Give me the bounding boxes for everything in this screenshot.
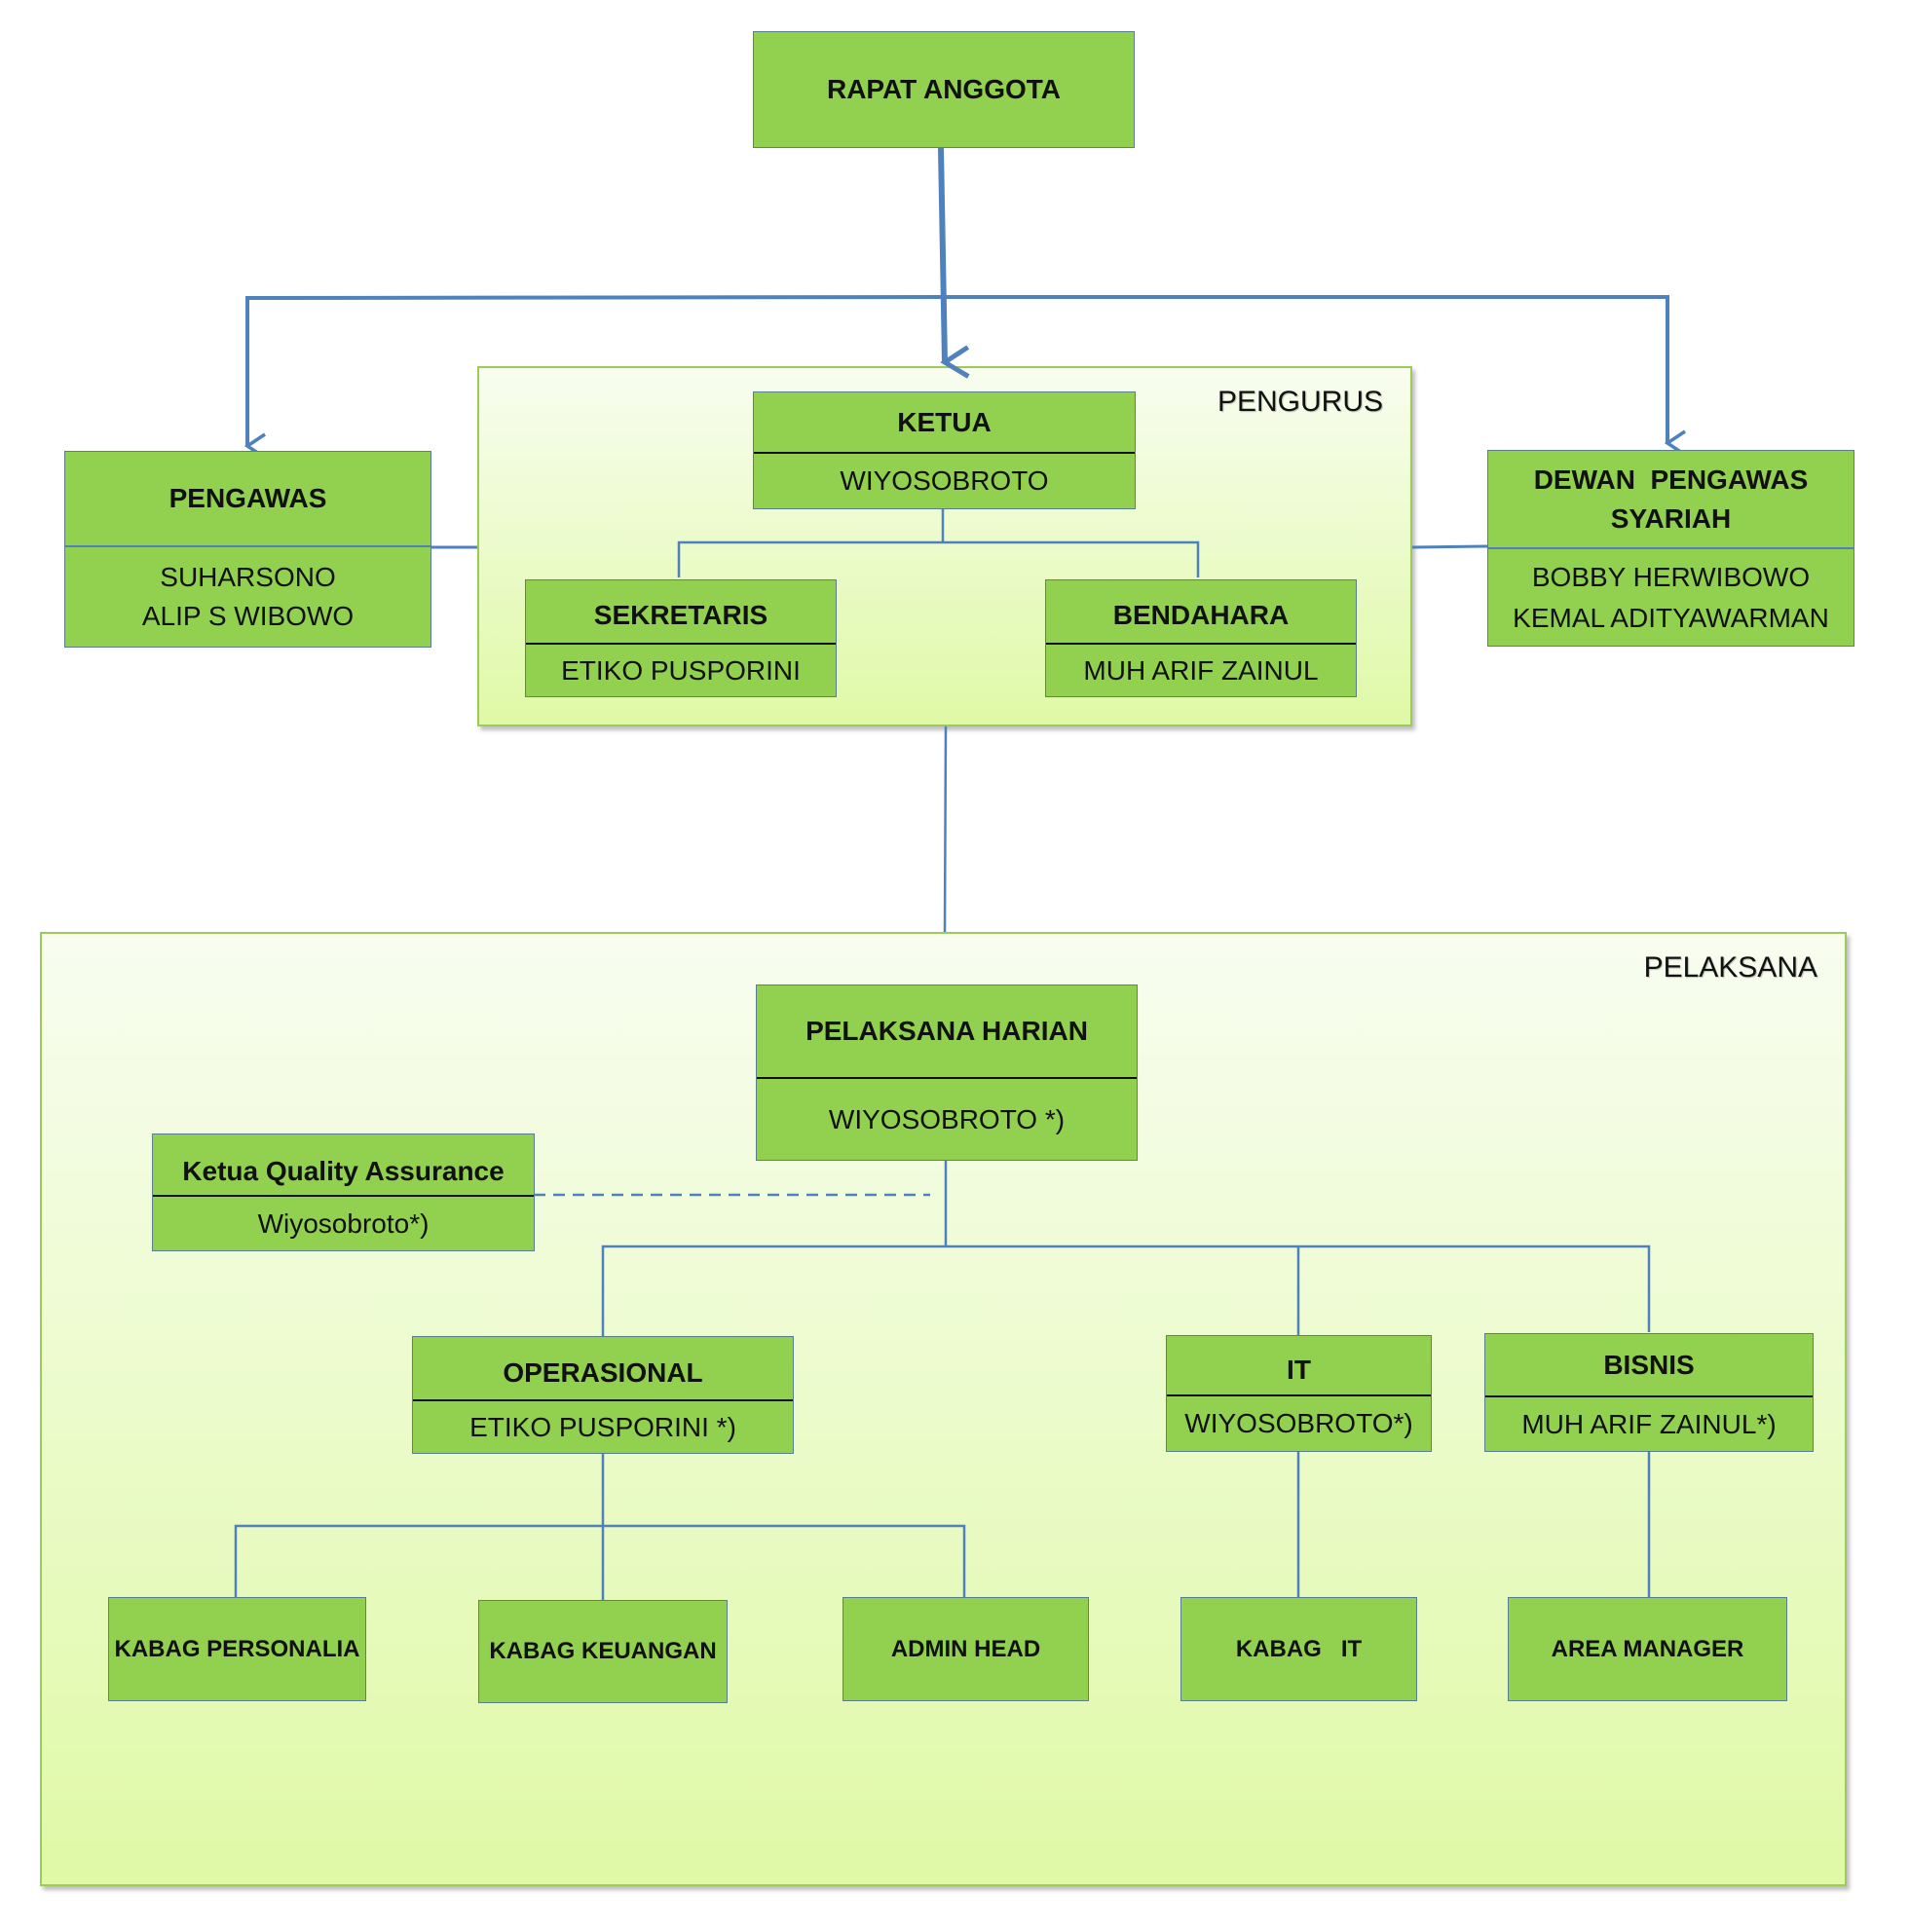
bendahara-divider <box>1046 643 1356 645</box>
pengurus-group-label: PENGURUS <box>1217 386 1383 418</box>
operasional-name: ETIKO PUSPORINI *) <box>469 1411 736 1442</box>
operasional-box: OPERASIONAL ETIKO PUSPORINI *) <box>412 1336 794 1454</box>
dps-members: BOBBY HERWIBOWO KEMAL ADITYAWARMAN <box>1488 549 1854 646</box>
kabag-personalia-label: KABAG PERSONALIA <box>114 1635 360 1662</box>
bisnis-name: MUH ARIF ZAINUL*) <box>1521 1408 1777 1439</box>
root-to-pengawas-line <box>243 295 944 460</box>
pengawas-divider <box>65 545 431 547</box>
pengawas-members: SUHARSONO ALIP S WIBOWO <box>65 547 431 647</box>
dps-title-line2: SYARIAH <box>1610 502 1732 534</box>
kabag-keuangan-box: KABAG KEUANGAN <box>478 1600 728 1703</box>
pelaksana-harian-divider <box>757 1077 1137 1079</box>
qa-divider <box>153 1195 534 1197</box>
sekretaris-name: ETIKO PUSPORINI <box>561 654 801 686</box>
operasional-children-line <box>234 1524 966 1597</box>
kabag-personalia-box: KABAG PERSONALIA <box>108 1597 366 1701</box>
ketua-divider <box>754 452 1135 454</box>
ketua-name: WIYOSOBROTO <box>840 465 1049 496</box>
dps-member-2: KEMAL ADITYAWARMAN <box>1513 602 1829 633</box>
area-manager-label: AREA MANAGER <box>1551 1635 1744 1662</box>
pengawas-member-1: SUHARSONO <box>160 562 336 592</box>
pelaksana-harian-name: WIYOSOBROTO *) <box>828 1103 1066 1134</box>
rapat-anggota-box: RAPAT ANGGOTA <box>753 31 1135 148</box>
dps-box: DEWAN PENGAWAS SYARIAH BOBBY HERWIBOWO K… <box>1487 450 1854 647</box>
ketua-box: KETUA WIYOSOBROTO <box>753 391 1136 509</box>
it-box: IT WIYOSOBROTO*) <box>1166 1335 1432 1452</box>
pengurus-to-pelaksana-line <box>943 725 948 933</box>
dps-divider <box>1488 547 1854 549</box>
kabag-it-label: KABAG IT <box>1235 1635 1363 1662</box>
qa-title: Ketua Quality Assurance <box>182 1156 505 1186</box>
kabag-keuangan-label: KABAG KEUANGAN <box>489 1638 717 1664</box>
dps-to-pengurus-line <box>1411 544 1488 549</box>
operasional-divider <box>413 1399 793 1401</box>
bisnis-box: BISNIS MUH ARIF ZAINUL*) <box>1484 1333 1814 1452</box>
pelaksana-harian-box: PELAKSANA HARIAN WIYOSOBROTO *) <box>756 985 1138 1161</box>
operasional-title: OPERASIONAL <box>503 1357 703 1388</box>
kabag-it-box: KABAG IT <box>1180 1597 1417 1701</box>
sekretaris-title: SEKRETARIS <box>593 600 768 630</box>
pengawas-box: PENGAWAS SUHARSONO ALIP S WIBOWO <box>64 451 431 648</box>
it-divider <box>1167 1394 1431 1396</box>
bendahara-title: BENDAHARA <box>1112 600 1290 630</box>
admin-head-label: ADMIN HEAD <box>890 1635 1041 1662</box>
dps-title: DEWAN PENGAWAS SYARIAH <box>1488 451 1854 547</box>
sekretaris-box: SEKRETARIS ETIKO PUSPORINI <box>525 579 837 697</box>
pelaksana-harian-title: PELAKSANA HARIAN <box>805 1016 1088 1046</box>
bisnis-divider <box>1485 1395 1813 1397</box>
sekretaris-divider <box>526 643 836 645</box>
bisnis-title: BISNIS <box>1603 1349 1695 1380</box>
it-title: IT <box>1287 1355 1311 1385</box>
rapat-anggota-title: RAPAT ANGGOTA <box>826 74 1062 104</box>
pengawas-member-2: ALIP S WIBOWO <box>141 601 355 631</box>
pelaksana-group-label: PELAKSANA <box>1643 951 1817 984</box>
ketua-sekretaris-bendahara-line <box>677 540 1200 577</box>
ketua-title: KETUA <box>897 406 992 437</box>
pengawas-title: PENGAWAS <box>169 483 327 513</box>
ph-operasional-line <box>601 1245 1651 1336</box>
qa-box: Ketua Quality Assurance Wiyosobroto*) <box>152 1133 535 1251</box>
qa-name: Wiyosobroto*) <box>257 1208 430 1239</box>
root-to-pengurus-line <box>938 147 970 379</box>
root-to-dps-line <box>943 295 1686 457</box>
bendahara-box: BENDAHARA MUH ARIF ZAINUL <box>1045 579 1357 697</box>
area-manager-box: AREA MANAGER <box>1508 1597 1787 1701</box>
admin-head-box: ADMIN HEAD <box>843 1597 1089 1701</box>
bendahara-name: MUH ARIF ZAINUL <box>1083 654 1319 686</box>
dps-title-line1: DEWAN PENGAWAS <box>1533 464 1809 495</box>
it-name: WIYOSOBROTO*) <box>1184 1408 1413 1438</box>
dps-member-1: BOBBY HERWIBOWO <box>1531 561 1811 592</box>
